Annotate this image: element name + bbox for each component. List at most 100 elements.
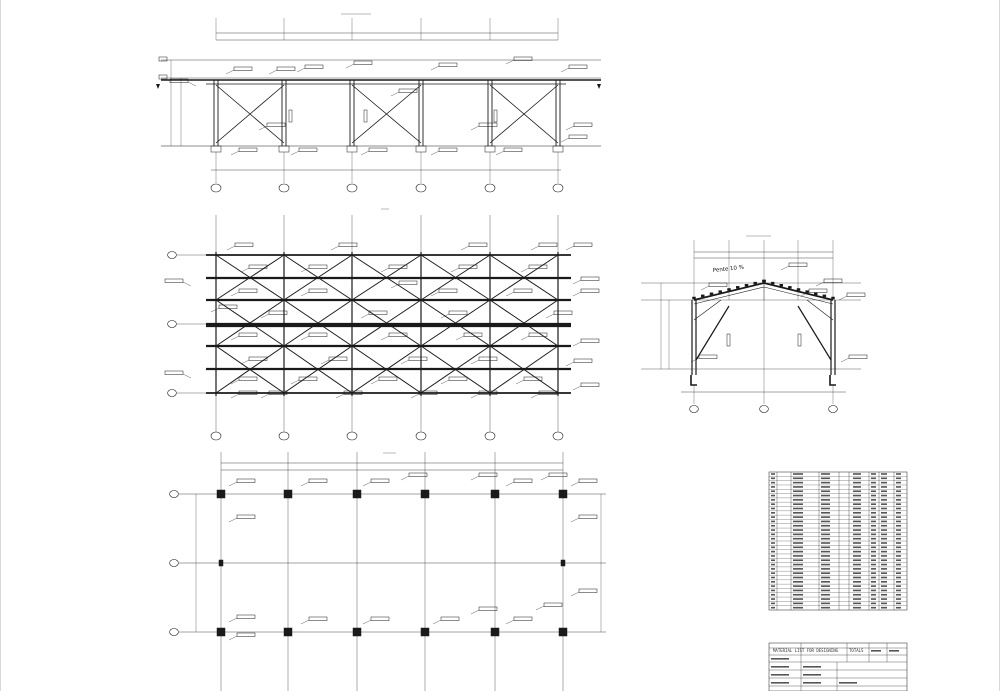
foundation-callout xyxy=(578,478,598,483)
callout-leader xyxy=(230,335,240,341)
roof-x-brace xyxy=(283,254,353,301)
table-cell-text xyxy=(853,477,861,480)
table-cell-text xyxy=(853,473,861,475)
front-elevation-callout xyxy=(398,88,418,93)
table-cell-text xyxy=(896,507,901,510)
table-cell-text xyxy=(771,559,775,562)
callout-leader xyxy=(520,335,530,341)
table-cell-text xyxy=(881,585,887,587)
table-cell-text xyxy=(821,516,830,518)
table-cell-text xyxy=(896,537,901,540)
callout-leader xyxy=(258,125,268,131)
purlin-section xyxy=(831,296,835,300)
table-cell-text xyxy=(793,494,803,497)
roof-plan-callout xyxy=(248,264,268,269)
table-cell-text xyxy=(881,529,887,531)
foundation-callout xyxy=(236,614,256,619)
member-tag xyxy=(726,333,731,347)
base-plate xyxy=(218,559,224,567)
table-cell-text xyxy=(793,602,803,605)
title-block-text xyxy=(771,666,789,668)
callout-leader xyxy=(182,281,192,287)
column-base-plate xyxy=(484,145,496,153)
side-elevation-callout xyxy=(846,292,866,297)
callout-leader xyxy=(260,393,270,399)
table-cell-text xyxy=(881,593,887,596)
member-tag xyxy=(797,333,802,347)
table-cell-text xyxy=(881,524,887,527)
callout-leader xyxy=(320,359,330,365)
table-cell-text xyxy=(853,598,861,600)
column-base-plate xyxy=(346,145,358,153)
callout-leader xyxy=(330,245,340,251)
title-block-text xyxy=(771,682,789,684)
base-plate xyxy=(420,627,430,637)
side-elevation-callout xyxy=(708,282,728,287)
table-cell-text xyxy=(881,507,887,510)
callout-leader xyxy=(565,125,575,131)
callout-leader xyxy=(460,245,470,251)
roof-plan-callout xyxy=(343,390,363,395)
table-cell-text xyxy=(871,494,876,497)
front-elevation-callout xyxy=(353,60,373,65)
callout-leader xyxy=(572,291,582,297)
anchor-bolt xyxy=(690,375,697,386)
callout-leader xyxy=(240,359,250,365)
level-arrow xyxy=(156,84,160,89)
table-cell-text xyxy=(871,585,876,587)
table-cell-text xyxy=(871,602,876,605)
table-cell-text xyxy=(793,473,803,475)
table-cell-text xyxy=(871,537,876,540)
table-cell-text xyxy=(821,576,830,579)
table-cell-text xyxy=(821,563,830,566)
table-cell-text xyxy=(871,520,876,523)
roof-plan-callout xyxy=(218,304,238,309)
table-cell-text xyxy=(896,606,901,609)
callout-leader xyxy=(470,125,480,131)
callout-leader xyxy=(228,635,238,641)
grid-bubble xyxy=(552,431,564,441)
front-elevation-callout xyxy=(276,66,296,71)
foundation-callout xyxy=(408,472,428,477)
roof-plan-callout xyxy=(448,310,468,315)
roof-plan-callout xyxy=(238,332,258,337)
foundation-plan-view xyxy=(169,452,606,691)
callout-leader xyxy=(345,63,355,69)
table-cell-text xyxy=(853,524,861,527)
callout-leader xyxy=(470,359,480,365)
table-cell-text xyxy=(821,602,830,605)
front-elevation-callout xyxy=(266,122,286,127)
side-elevation-callout xyxy=(788,262,808,267)
title-block-heading: MATERIAL LIST FOR DESIGNING xyxy=(773,648,839,653)
table-cell-text xyxy=(871,555,876,557)
grid-bubble xyxy=(689,405,699,413)
table-cell-text xyxy=(771,481,775,484)
table-cell-text xyxy=(853,486,861,488)
base-plate xyxy=(352,489,362,499)
grid-bubble xyxy=(169,559,179,567)
table-cell-text xyxy=(871,589,876,592)
foundation-callout xyxy=(478,472,498,477)
foundation-callout xyxy=(370,478,390,483)
table-cell-text xyxy=(896,512,901,514)
column-base-plate xyxy=(552,145,564,153)
grid-bubble xyxy=(415,431,427,441)
table-cell-text xyxy=(821,581,830,583)
level-marker xyxy=(158,74,168,80)
table-cell-text xyxy=(853,507,861,510)
table-cell-text xyxy=(821,559,830,562)
roof-plan-callout xyxy=(458,264,478,269)
table-cell-text xyxy=(871,529,876,531)
base-plate xyxy=(352,627,362,637)
table-cell-text xyxy=(881,473,887,475)
front-elevation-view xyxy=(156,13,601,193)
table-cell-text xyxy=(871,563,876,566)
roof-x-brace xyxy=(283,345,353,394)
table-cell-text xyxy=(821,524,830,527)
table-cell-text xyxy=(881,572,887,574)
table-cell-text xyxy=(871,516,876,518)
callout-leader xyxy=(470,609,480,615)
table-cell-text xyxy=(896,598,901,600)
roof-plan-callout xyxy=(308,264,328,269)
table-cell-text xyxy=(853,576,861,579)
